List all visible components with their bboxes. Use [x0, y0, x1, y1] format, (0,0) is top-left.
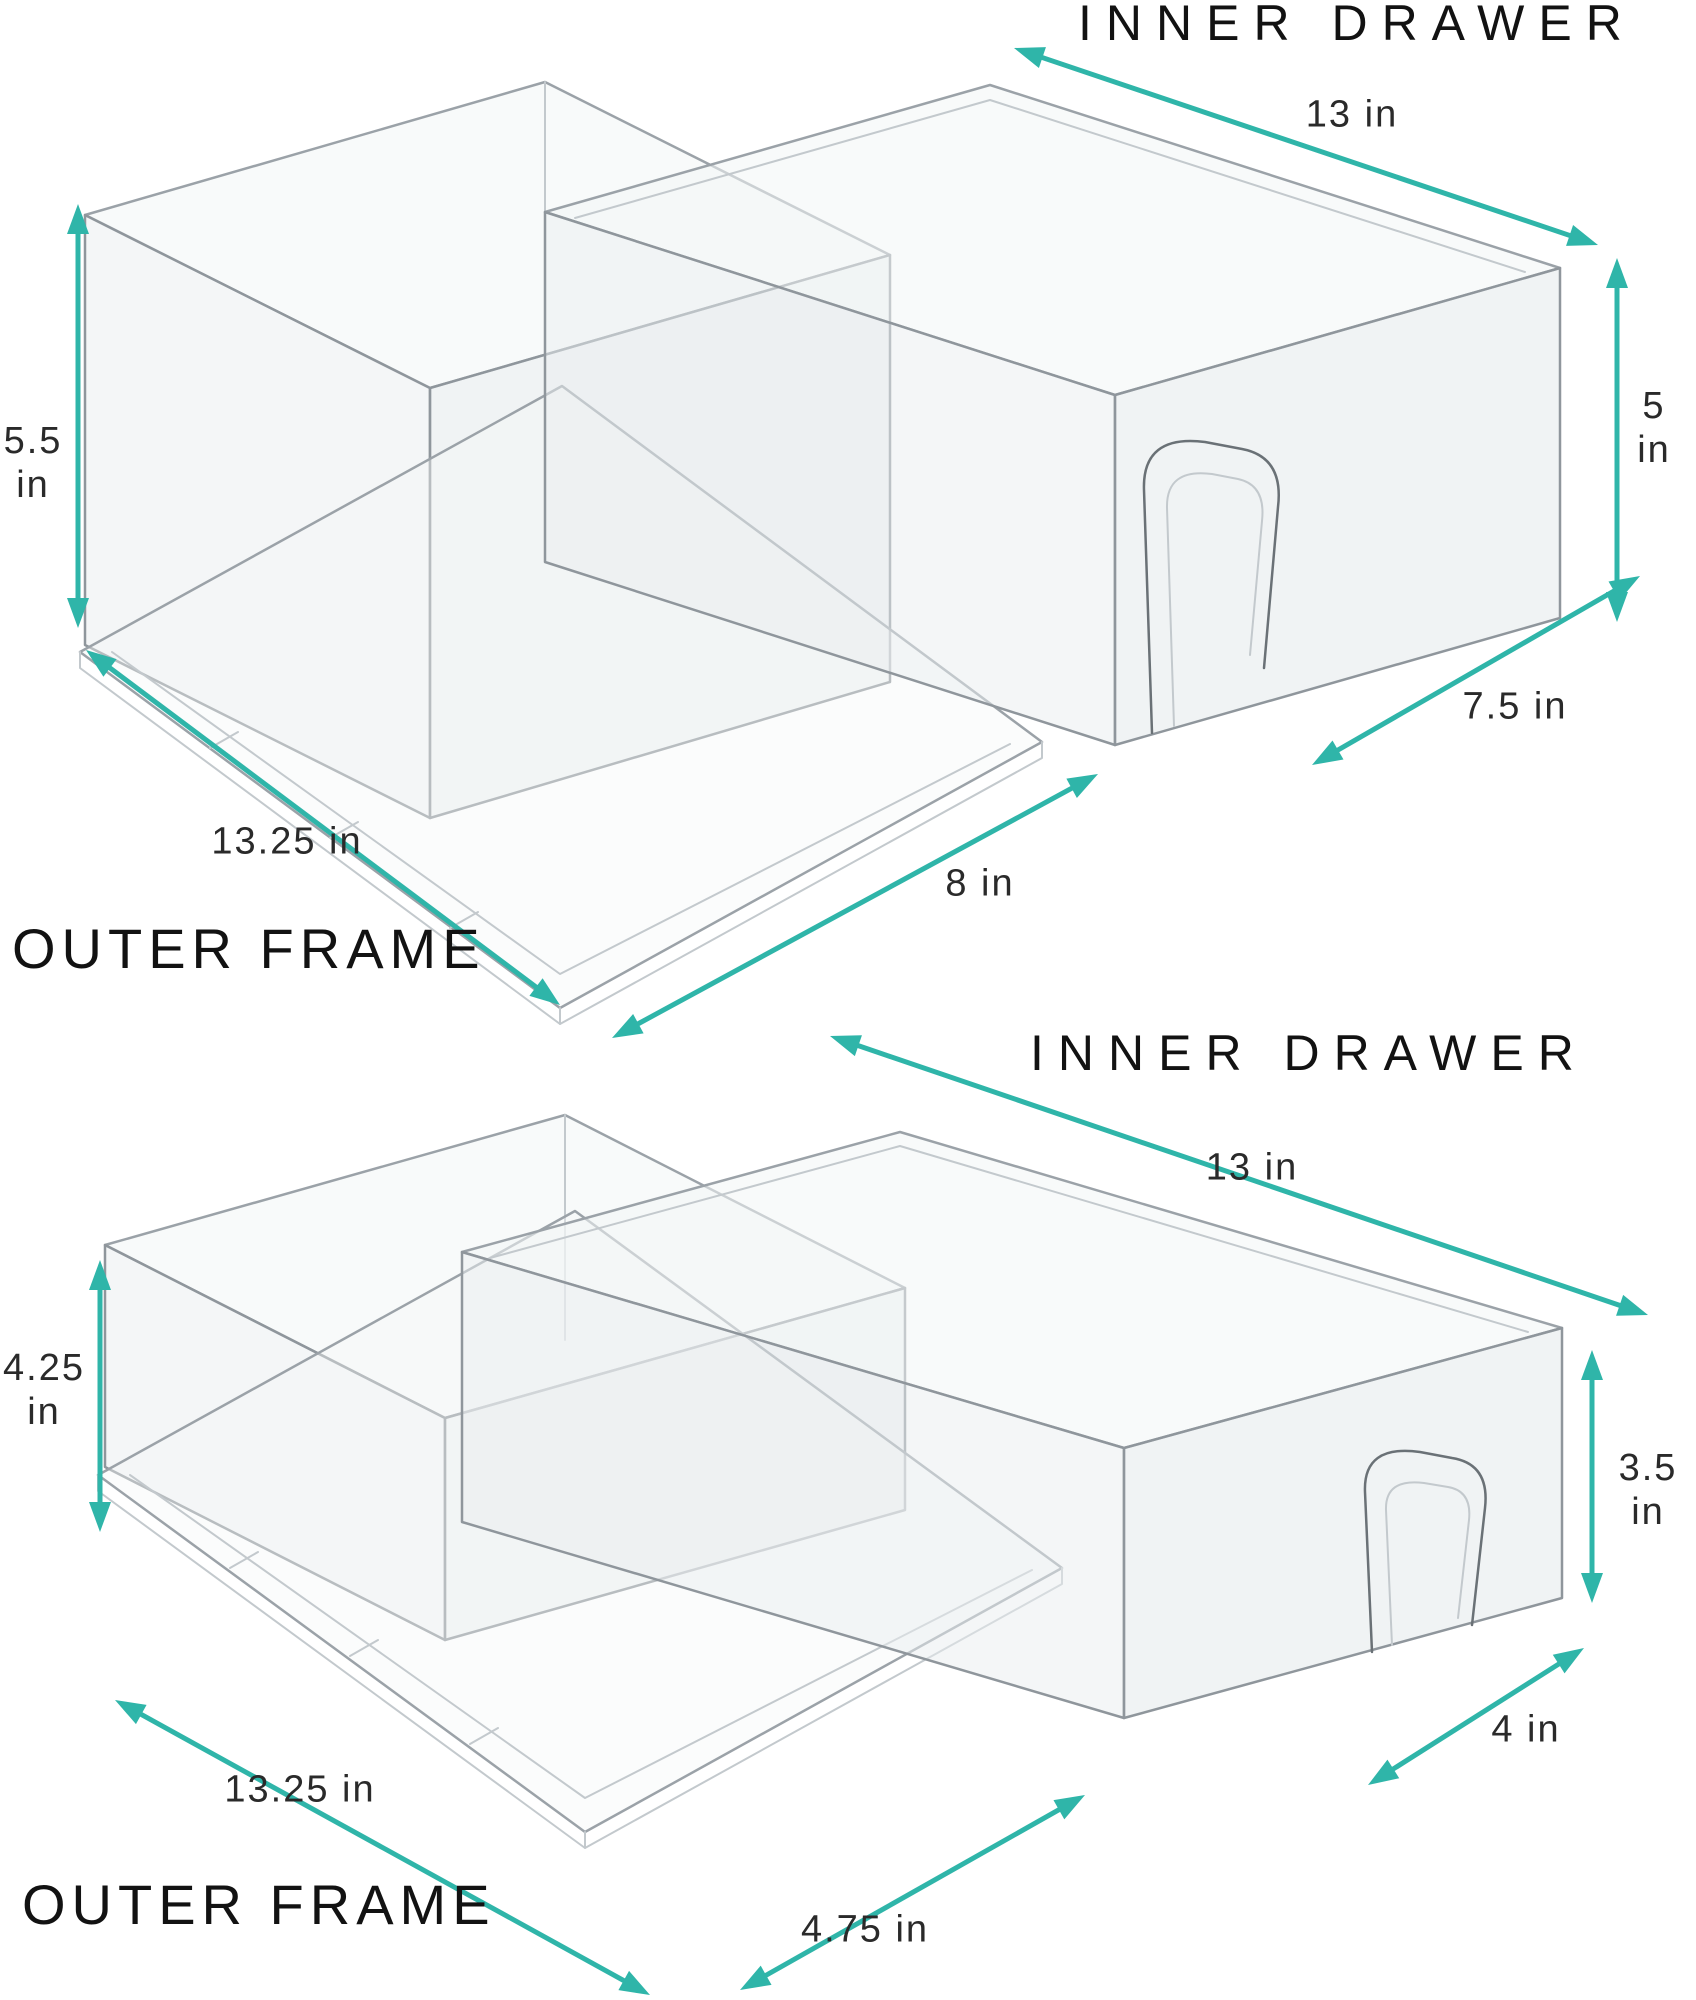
bottom-inner-drawer-depth-label: 4 in [1491, 1708, 1561, 1751]
dim-arrow-bottom-outer-length [115, 1700, 650, 1995]
dim-arrow-top-inner-depth [1312, 576, 1640, 765]
bottom-inner-drawer-drawing [460, 1130, 1564, 1720]
dim-arrow-bottom-inner-height [1581, 1350, 1603, 1603]
bottom-inner-drawer-height-value: 3.5 [1618, 1446, 1678, 1489]
bottom-inner-drawer-title: INNER DRAWER [1030, 1025, 1588, 1081]
dim-arrow-bottom-inner-depth [1368, 1648, 1584, 1785]
bottom-inner-drawer-length-label: 13 in [1205, 1146, 1299, 1189]
top-inner-drawer-height-label: 5 in [1637, 384, 1671, 472]
bottom-outer-frame-depth-label: 4.75 in [800, 1908, 930, 1951]
top-outer-frame-height-unit: in [16, 464, 50, 506]
top-inner-drawer-drawing [543, 83, 1562, 747]
dim-arrow-top-inner-length [1014, 47, 1598, 246]
bottom-outer-frame-title: OUTER FRAME [22, 1873, 496, 1936]
bottom-outer-frame-length-label: 13.25 in [224, 1768, 376, 1811]
dim-arrow-top-outer-depth [612, 774, 1098, 1038]
top-outer-frame-height-label: 5.5 in [4, 419, 63, 507]
dim-arrow-bottom-outer-height [89, 1260, 111, 1532]
bottom-outer-frame-height-label: 4.25 in [3, 1346, 85, 1434]
bottom-outer-frame-height-value: 4.25 [3, 1346, 85, 1389]
top-outer-frame-title: OUTER FRAME [12, 917, 486, 980]
top-inner-drawer-height-unit: in [1637, 429, 1671, 471]
top-inner-drawer-depth-label: 7.5 in [1462, 685, 1568, 728]
dim-arrow-bottom-outer-depth [740, 1795, 1085, 1990]
dim-arrow-top-outer-length [86, 650, 560, 1005]
dim-arrow-top-outer-height [67, 204, 89, 628]
top-outer-frame-length-label: 13.25 in [211, 820, 363, 863]
bottom-inner-drawer-height-label: 3.5 in [1619, 1446, 1678, 1534]
top-inner-drawer-title: INNER DRAWER [1078, 0, 1636, 51]
dim-arrow-bottom-inner-length [830, 1035, 1648, 1316]
dimension-arrows [67, 47, 1648, 1995]
top-inner-drawer-height-value: 5 [1642, 384, 1666, 427]
top-outer-frame-height-value: 5.5 [3, 419, 63, 462]
bottom-outer-frame-height-unit: in [27, 1391, 61, 1433]
bottom-inner-drawer-height-unit: in [1631, 1491, 1665, 1533]
top-outer-frame-depth-label: 8 in [945, 862, 1015, 905]
dim-arrow-top-inner-height [1606, 258, 1628, 622]
top-inner-drawer-length-label: 13 in [1305, 93, 1399, 136]
